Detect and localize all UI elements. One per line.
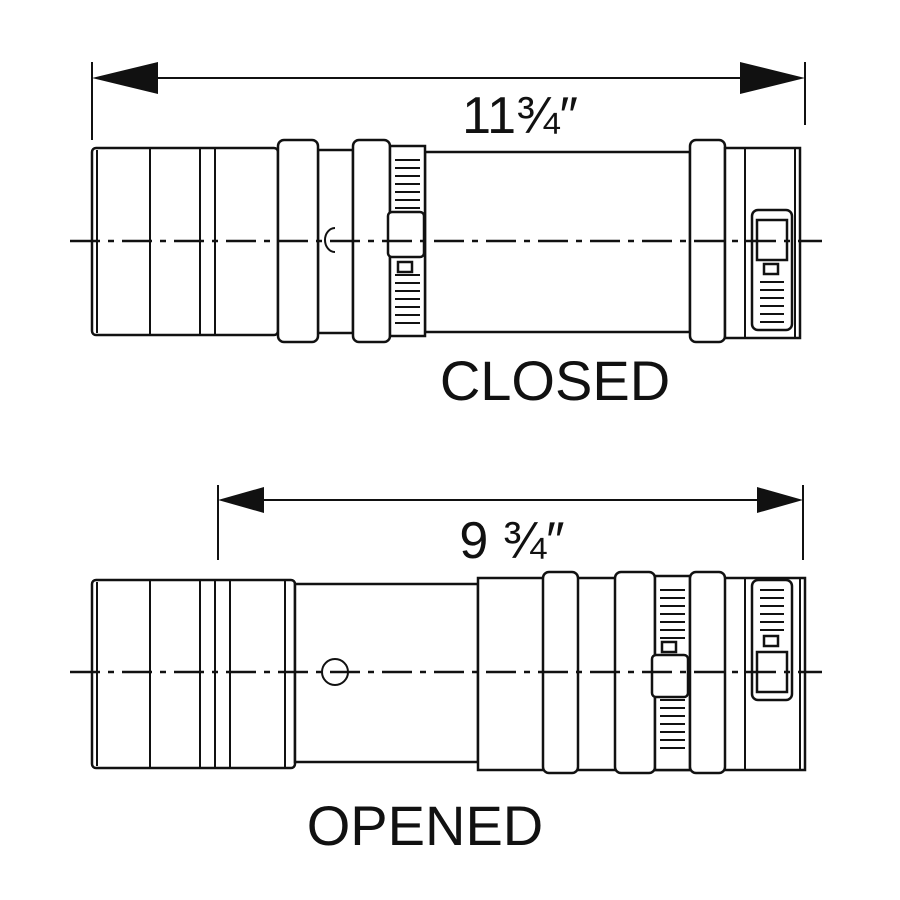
arrow-right-icon xyxy=(757,487,803,513)
closed-dimension: 11¾″ xyxy=(91,62,806,145)
band-clamp-right xyxy=(750,578,794,702)
closed-assembly: CLOSED xyxy=(70,138,822,412)
closed-dimension-text: 11¾″ xyxy=(462,87,578,145)
arrow-right-icon xyxy=(740,62,805,94)
arrow-left-icon xyxy=(92,62,158,94)
opened-assembly: OPENED xyxy=(70,570,822,857)
band-clamp-left xyxy=(386,159,426,324)
opened-dimension-text: 9 ¾″ xyxy=(459,512,564,570)
arrow-left-icon xyxy=(218,487,264,513)
band-clamp-right xyxy=(750,208,794,332)
band-clamp-left xyxy=(650,589,690,749)
screw-hole-icon xyxy=(321,658,349,686)
opened-label: OPENED xyxy=(307,794,544,857)
screw-hole-icon xyxy=(324,227,336,253)
closed-label: CLOSED xyxy=(440,349,670,412)
opened-dimension: 9 ¾″ xyxy=(217,485,804,570)
